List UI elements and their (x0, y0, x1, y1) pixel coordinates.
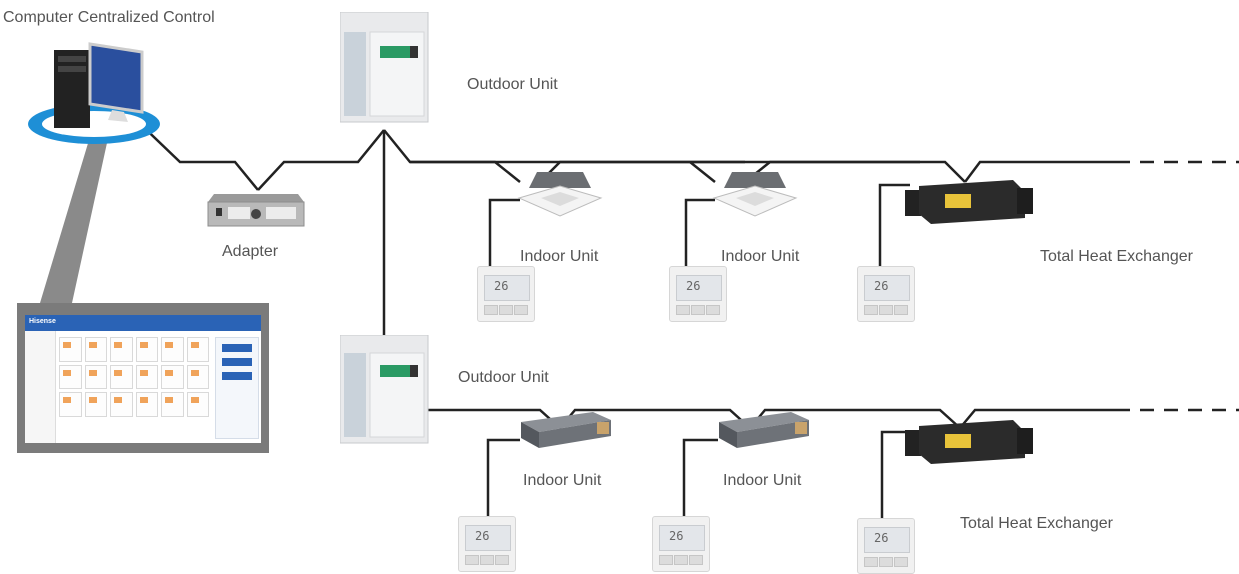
ducted-indoor-unit-icon (521, 412, 611, 448)
adapter-label: Adapter (222, 243, 279, 260)
upper-drop-1 (410, 160, 521, 183)
controller-display: 26 (475, 529, 490, 543)
upper-ctrl-wire-2 (684, 198, 715, 268)
zoom-wedge (40, 120, 112, 303)
adapter-box-icon (207, 194, 305, 227)
controller-display: 26 (874, 531, 889, 545)
software-screenshot: Hisense (17, 303, 269, 453)
wall-controller-icon: 26 (669, 266, 727, 322)
indoor-unit-label-4: Indoor Unit (723, 472, 802, 489)
upper-ctrl-wire-1 (488, 198, 520, 268)
software-logo: Hisense (29, 318, 56, 325)
lower-ctrl-wire-3 (880, 430, 910, 520)
outdoor-unit-label-1: Outdoor Unit (467, 76, 558, 93)
lower-ctrl-wire-1 (486, 438, 520, 518)
controller-display: 26 (669, 529, 684, 543)
upper-drop-2 (689, 161, 716, 183)
ducted-indoor-unit-icon (719, 412, 809, 448)
adapter-outdoor-wire (257, 129, 385, 191)
outdoor-unit-icon (340, 335, 429, 444)
wall-controller-icon: 26 (477, 266, 535, 322)
outdoor-unit-icon (340, 12, 429, 123)
upper-bus-a (383, 129, 920, 164)
heat-exchanger-icon (905, 420, 1033, 464)
desktop-computer-icon (28, 42, 160, 144)
indoor-unit-label-1: Indoor Unit (520, 248, 599, 265)
lower-ctrl-wire-2 (682, 438, 718, 518)
heat-exchanger-label-2: Total Heat Exchanger (960, 515, 1113, 532)
controller-display: 26 (494, 279, 509, 293)
indoor-unit-label-2: Indoor Unit (721, 248, 800, 265)
outdoor-unit-label-2: Outdoor Unit (458, 369, 549, 386)
upper-ctrl-wire-3 (878, 183, 910, 268)
controller-display: 26 (874, 279, 889, 293)
cassette-indoor-unit-icon (517, 172, 603, 217)
cassette-indoor-unit-icon (712, 172, 798, 217)
upper-bus-end (964, 160, 1130, 183)
wall-controller-icon: 26 (652, 516, 710, 572)
indoor-unit-label-3: Indoor Unit (523, 472, 602, 489)
wall-controller-icon: 26 (857, 266, 915, 322)
computer-label: Computer Centralized Control (3, 9, 215, 26)
heat-exchanger-label-1: Total Heat Exchanger (1040, 248, 1193, 265)
wall-controller-icon: 26 (857, 518, 915, 574)
lower-bus-end (959, 408, 1130, 429)
wall-controller-icon: 26 (458, 516, 516, 572)
controller-display: 26 (686, 279, 701, 293)
heat-exchanger-icon (905, 180, 1033, 224)
